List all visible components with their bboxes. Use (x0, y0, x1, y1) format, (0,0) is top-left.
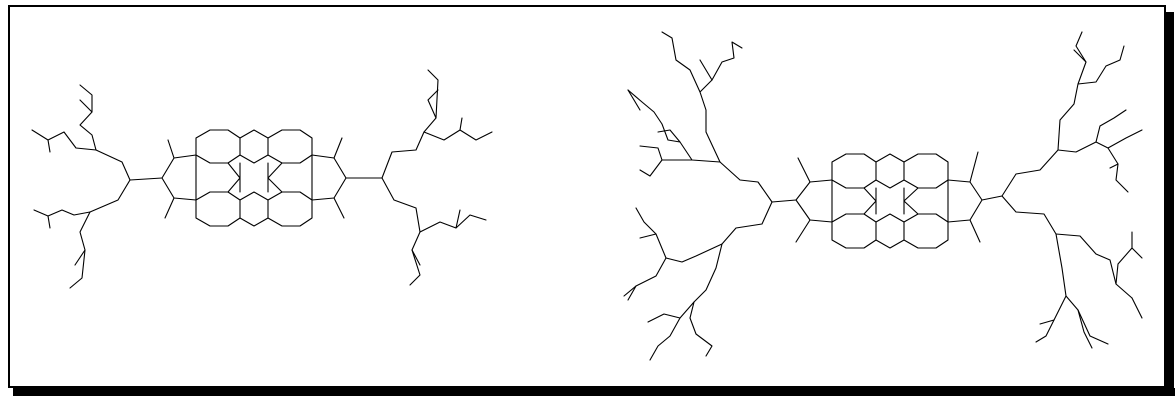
left-alkyl-chains-right (345, 69, 493, 286)
left-aromatic-core (161, 129, 347, 227)
right-alkyl-chains-left (623, 31, 797, 361)
frame-shadow-bottom (13, 388, 1175, 396)
frame-shadow-right (1166, 12, 1174, 396)
right-alkyl-chains-right (981, 31, 1143, 349)
left-alkyl-chains-left (31, 84, 163, 289)
left-molecule-structure (31, 69, 493, 289)
figure-frame (8, 5, 1166, 388)
right-aromatic-core (795, 151, 983, 249)
